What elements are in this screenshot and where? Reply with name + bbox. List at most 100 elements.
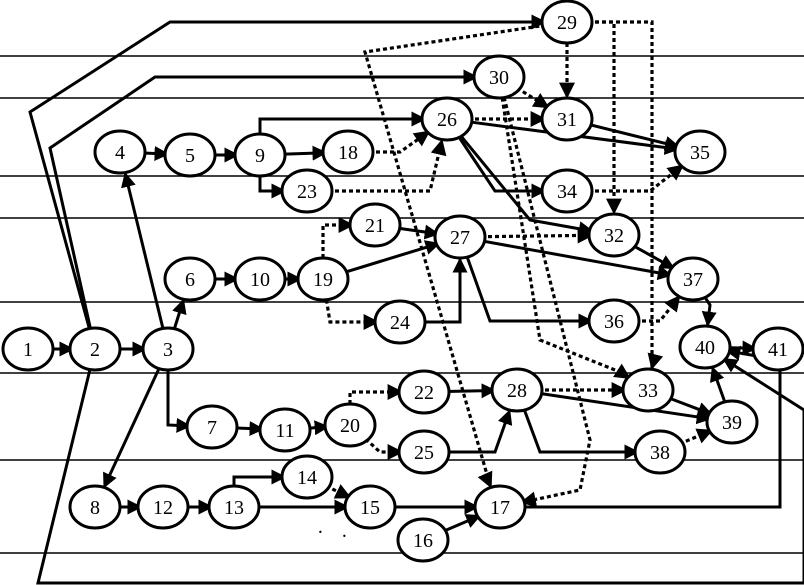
node-label: 24 bbox=[390, 312, 410, 334]
node-circle bbox=[587, 298, 641, 344]
node-label: 41 bbox=[768, 339, 788, 361]
node-label: 8 bbox=[90, 497, 100, 519]
edge-19-to-27 bbox=[342, 240, 441, 275]
node-label: 6 bbox=[185, 269, 195, 291]
node-circle bbox=[751, 326, 804, 372]
node-circle bbox=[296, 256, 350, 302]
node-41: 41 bbox=[751, 326, 804, 372]
node-circle bbox=[373, 299, 427, 345]
node-label: 9 bbox=[255, 145, 265, 167]
edge-37-to-40 bbox=[701, 295, 717, 327]
node-circle bbox=[207, 484, 261, 530]
node-label: 5 bbox=[185, 145, 195, 167]
node-circle bbox=[343, 484, 397, 530]
node-label: 11 bbox=[275, 420, 294, 442]
node-circle bbox=[280, 168, 334, 214]
edge-28-to-39 bbox=[537, 391, 712, 425]
stray-marks: •• bbox=[318, 528, 347, 541]
node-circle bbox=[323, 402, 377, 448]
node-circle bbox=[396, 517, 450, 563]
node-label: 29 bbox=[557, 12, 577, 34]
node-label: 30 bbox=[489, 67, 509, 89]
edge-2-to-30 bbox=[48, 69, 479, 329]
edge-30-to-31 bbox=[516, 86, 550, 109]
node-label: 17 bbox=[490, 497, 510, 519]
node-33: 33 bbox=[621, 367, 675, 413]
edge-29-to-33 bbox=[588, 20, 664, 370]
node-circle bbox=[163, 256, 217, 302]
node-label: 25 bbox=[414, 442, 434, 464]
node-30: 30 bbox=[472, 54, 526, 100]
edge-36-to-37 bbox=[635, 295, 681, 323]
edge-3-to-4 bbox=[121, 171, 165, 329]
node-9: 9 bbox=[233, 132, 287, 178]
node-circle bbox=[321, 129, 375, 175]
node-6: 6 bbox=[163, 256, 217, 302]
node-circle bbox=[673, 129, 727, 175]
edge-32-to-37 bbox=[631, 243, 676, 270]
node-13: 13 bbox=[207, 484, 261, 530]
edge-38-to-39 bbox=[678, 428, 714, 446]
node-35: 35 bbox=[673, 129, 727, 175]
node-label: 35 bbox=[690, 142, 710, 164]
node-31: 31 bbox=[540, 96, 594, 142]
node-label: 21 bbox=[365, 215, 385, 237]
node-label: 20 bbox=[340, 415, 360, 437]
node-39: 39 bbox=[705, 399, 759, 445]
node-label: 3 bbox=[163, 339, 173, 361]
edge-20-to-25 bbox=[364, 437, 404, 460]
node-2: 2 bbox=[68, 326, 122, 372]
node-27: 27 bbox=[433, 214, 487, 260]
edge-34-to-35 bbox=[588, 164, 684, 193]
edge-27-to-36 bbox=[465, 256, 594, 329]
node-label: 36 bbox=[604, 311, 624, 333]
edge-9-to-18 bbox=[280, 145, 328, 161]
node-circle bbox=[705, 399, 759, 445]
edge-23-to-26 bbox=[328, 138, 447, 193]
edge-39-to-40 bbox=[710, 366, 727, 403]
node-circle bbox=[397, 429, 451, 475]
node-circle bbox=[678, 324, 732, 370]
node-label: 14 bbox=[297, 467, 317, 489]
edge-22-to-28 bbox=[444, 383, 497, 399]
node-circle bbox=[587, 212, 641, 258]
node-circle bbox=[141, 326, 195, 372]
node-29: 29 bbox=[540, 0, 594, 45]
edge-27-to-37 bbox=[480, 239, 673, 281]
node-12: 12 bbox=[136, 484, 190, 530]
node-24: 24 bbox=[373, 299, 427, 345]
node-label: 31 bbox=[557, 109, 577, 131]
node-label: 2 bbox=[90, 339, 100, 361]
node-3: 3 bbox=[141, 326, 195, 372]
node-label: 32 bbox=[604, 225, 624, 247]
node-10: 10 bbox=[233, 256, 287, 302]
node-circle bbox=[633, 429, 687, 475]
node-19: 19 bbox=[296, 256, 350, 302]
node-11: 11 bbox=[258, 407, 312, 453]
edge-3-to-6 bbox=[172, 298, 187, 330]
node-circle bbox=[433, 214, 487, 260]
edge-2-to-40 bbox=[36, 357, 804, 585]
edge-27-to-32 bbox=[480, 227, 594, 244]
node-34: 34 bbox=[540, 168, 594, 214]
node-circle bbox=[621, 367, 675, 413]
node-23: 23 bbox=[280, 168, 334, 214]
node-16: 16 bbox=[396, 517, 450, 563]
node-1: 1 bbox=[1, 326, 55, 372]
node-26: 26 bbox=[420, 96, 474, 142]
node-label: 1 bbox=[23, 339, 33, 361]
node-circle bbox=[233, 132, 287, 178]
node-label: 28 bbox=[507, 380, 527, 402]
node-label: 26 bbox=[437, 109, 457, 131]
node-label: 22 bbox=[414, 382, 434, 404]
edge-9-to-23 bbox=[258, 176, 287, 199]
node-circle bbox=[490, 367, 544, 413]
node-label: 15 bbox=[360, 497, 380, 519]
node-15: 15 bbox=[343, 484, 397, 530]
edge-29-to-32 bbox=[588, 20, 622, 215]
node-label: 13 bbox=[224, 497, 244, 519]
node-circle bbox=[68, 484, 122, 530]
node-circle bbox=[420, 96, 474, 142]
node-label: 37 bbox=[683, 269, 703, 291]
node-circle bbox=[163, 132, 217, 178]
